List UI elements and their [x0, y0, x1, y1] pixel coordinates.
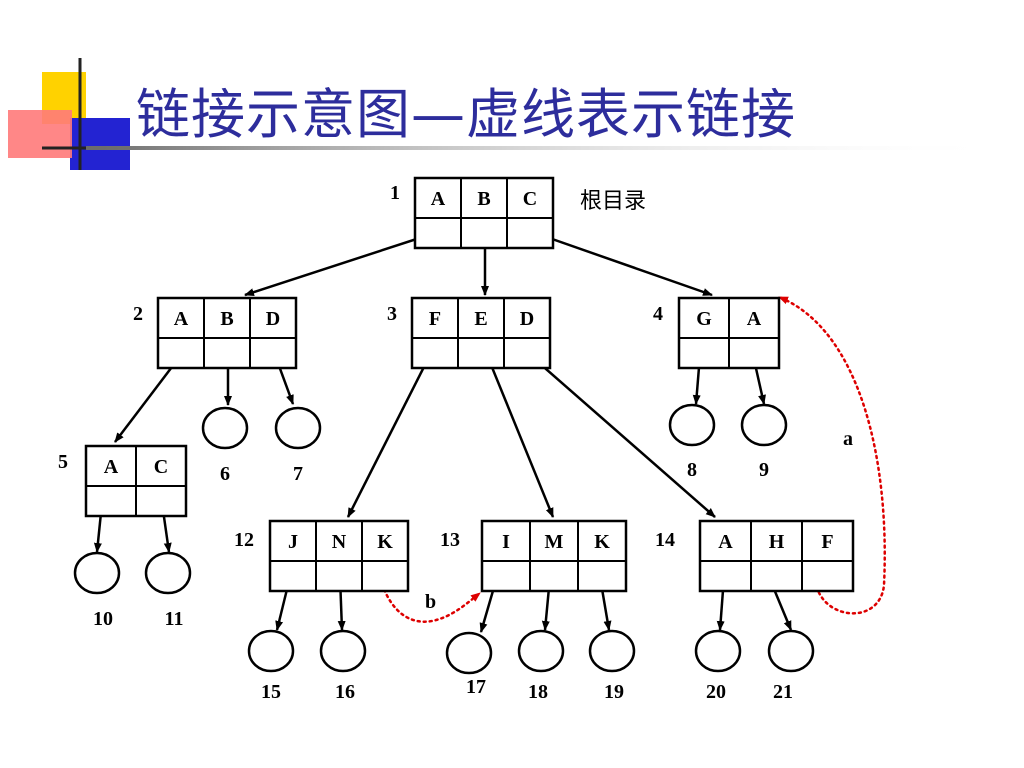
- file-node-18: 18: [517, 629, 565, 703]
- file-number: 19: [604, 681, 624, 703]
- file-number: 17: [466, 676, 486, 698]
- directory-number: 3: [387, 303, 397, 325]
- file-number: 6: [220, 463, 230, 485]
- link-label-a: a: [843, 428, 853, 450]
- directory-node-1: A B C 1: [390, 176, 555, 250]
- tree-edge-arrow: [529, 354, 716, 518]
- directory-entry: B: [477, 188, 490, 210]
- directory-entry: D: [266, 308, 280, 330]
- directory-entry: H: [769, 531, 785, 553]
- directory-entry: A: [431, 188, 446, 210]
- file-node-10: 10: [73, 551, 121, 630]
- directory-entry: F: [821, 531, 833, 553]
- directory-entry: I: [502, 531, 510, 553]
- directory-entry: C: [154, 456, 168, 478]
- file-circle: [73, 551, 121, 595]
- link-b-dotted-arrow: [380, 582, 482, 623]
- file-number: 9: [759, 459, 769, 481]
- directory-entry: A: [174, 308, 189, 330]
- directory-number: 5: [58, 451, 68, 473]
- file-node-17: 17: [445, 631, 493, 698]
- directory-number: 4: [653, 303, 663, 325]
- tree-edge-arrow: [534, 231, 713, 297]
- directory-entry: E: [474, 308, 487, 330]
- directory-node-12: J N K 12: [234, 519, 410, 593]
- directory-entry: K: [594, 531, 610, 553]
- directory-entry: C: [523, 188, 537, 210]
- file-number: 11: [165, 608, 184, 630]
- file-node-20: 20: [694, 629, 742, 703]
- file-number: 16: [335, 681, 355, 703]
- directory-node-5: A C 5: [58, 444, 188, 518]
- page-title: 链接示意图—虚线表示链接: [136, 83, 796, 146]
- file-number: 7: [293, 463, 303, 485]
- directory-number: 2: [133, 303, 143, 325]
- directory-entry: K: [377, 531, 393, 553]
- directory-node-14: A H F 14: [655, 519, 855, 593]
- directory-entry: M: [545, 531, 564, 553]
- directory-entry: N: [332, 531, 347, 553]
- file-number: 15: [261, 681, 281, 703]
- file-circle: [319, 629, 367, 673]
- file-circle: [668, 403, 716, 447]
- file-node-16: 16: [319, 629, 367, 703]
- directory-entry: F: [429, 308, 441, 330]
- file-node-15: 15: [247, 629, 295, 703]
- file-number: 8: [687, 459, 697, 481]
- root-directory-label: 根目录: [580, 188, 646, 213]
- file-node-9: 9: [740, 403, 788, 481]
- directory-node-2: A B D 2: [133, 296, 298, 370]
- tree-edge-arrow: [485, 354, 555, 518]
- file-circle: [144, 551, 192, 595]
- directory-number: 1: [390, 182, 400, 204]
- directory-node-13: I M K 13: [440, 519, 628, 593]
- file-node-6: 6: [201, 406, 249, 485]
- directory-number: 13: [440, 529, 460, 551]
- tree-edge-arrow: [244, 231, 436, 297]
- directory-entry: J: [288, 531, 298, 553]
- directory-entry: G: [696, 308, 712, 330]
- directory-box: [480, 519, 628, 593]
- directory-box: [410, 296, 552, 370]
- file-number: 21: [773, 681, 793, 703]
- directory-entry: D: [520, 308, 534, 330]
- file-circle: [694, 629, 742, 673]
- directory-box: [268, 519, 410, 593]
- title-underline: [86, 146, 1006, 150]
- directory-entry: B: [220, 308, 233, 330]
- file-number: 20: [706, 681, 726, 703]
- directory-box: [413, 176, 555, 250]
- file-circle: [740, 403, 788, 447]
- file-node-11: 11: [144, 551, 192, 630]
- tree-edge-arrow: [346, 354, 432, 518]
- title-decoration: [8, 58, 1006, 170]
- directory-box: [698, 519, 855, 593]
- file-circle: [201, 406, 249, 450]
- tree-edge-arrow: [114, 354, 182, 443]
- directory-number: 12: [234, 529, 254, 551]
- file-circle: [445, 631, 493, 675]
- directory-entry: A: [104, 456, 119, 478]
- file-node-7: 7: [274, 406, 322, 485]
- file-node-21: 21: [767, 629, 815, 703]
- file-circle: [274, 406, 322, 450]
- file-circle: [247, 629, 295, 673]
- link-label-b: b: [425, 591, 436, 613]
- file-circle: [767, 629, 815, 673]
- directory-number: 14: [655, 529, 675, 551]
- file-number: 18: [528, 681, 548, 703]
- file-node-19: 19: [588, 629, 636, 703]
- directory-box: [156, 296, 298, 370]
- directory-node-4: G A 4: [653, 296, 781, 370]
- file-number: 10: [93, 608, 113, 630]
- file-circle: [588, 629, 636, 673]
- deco-red-bar: [8, 110, 72, 158]
- file-node-8: 8: [668, 403, 716, 481]
- link-a-dotted-arrow: [777, 295, 886, 615]
- directory-entry: A: [747, 308, 762, 330]
- directory-node-3: F E D 3: [387, 296, 552, 370]
- file-circle: [517, 629, 565, 673]
- directory-entry: A: [718, 531, 733, 553]
